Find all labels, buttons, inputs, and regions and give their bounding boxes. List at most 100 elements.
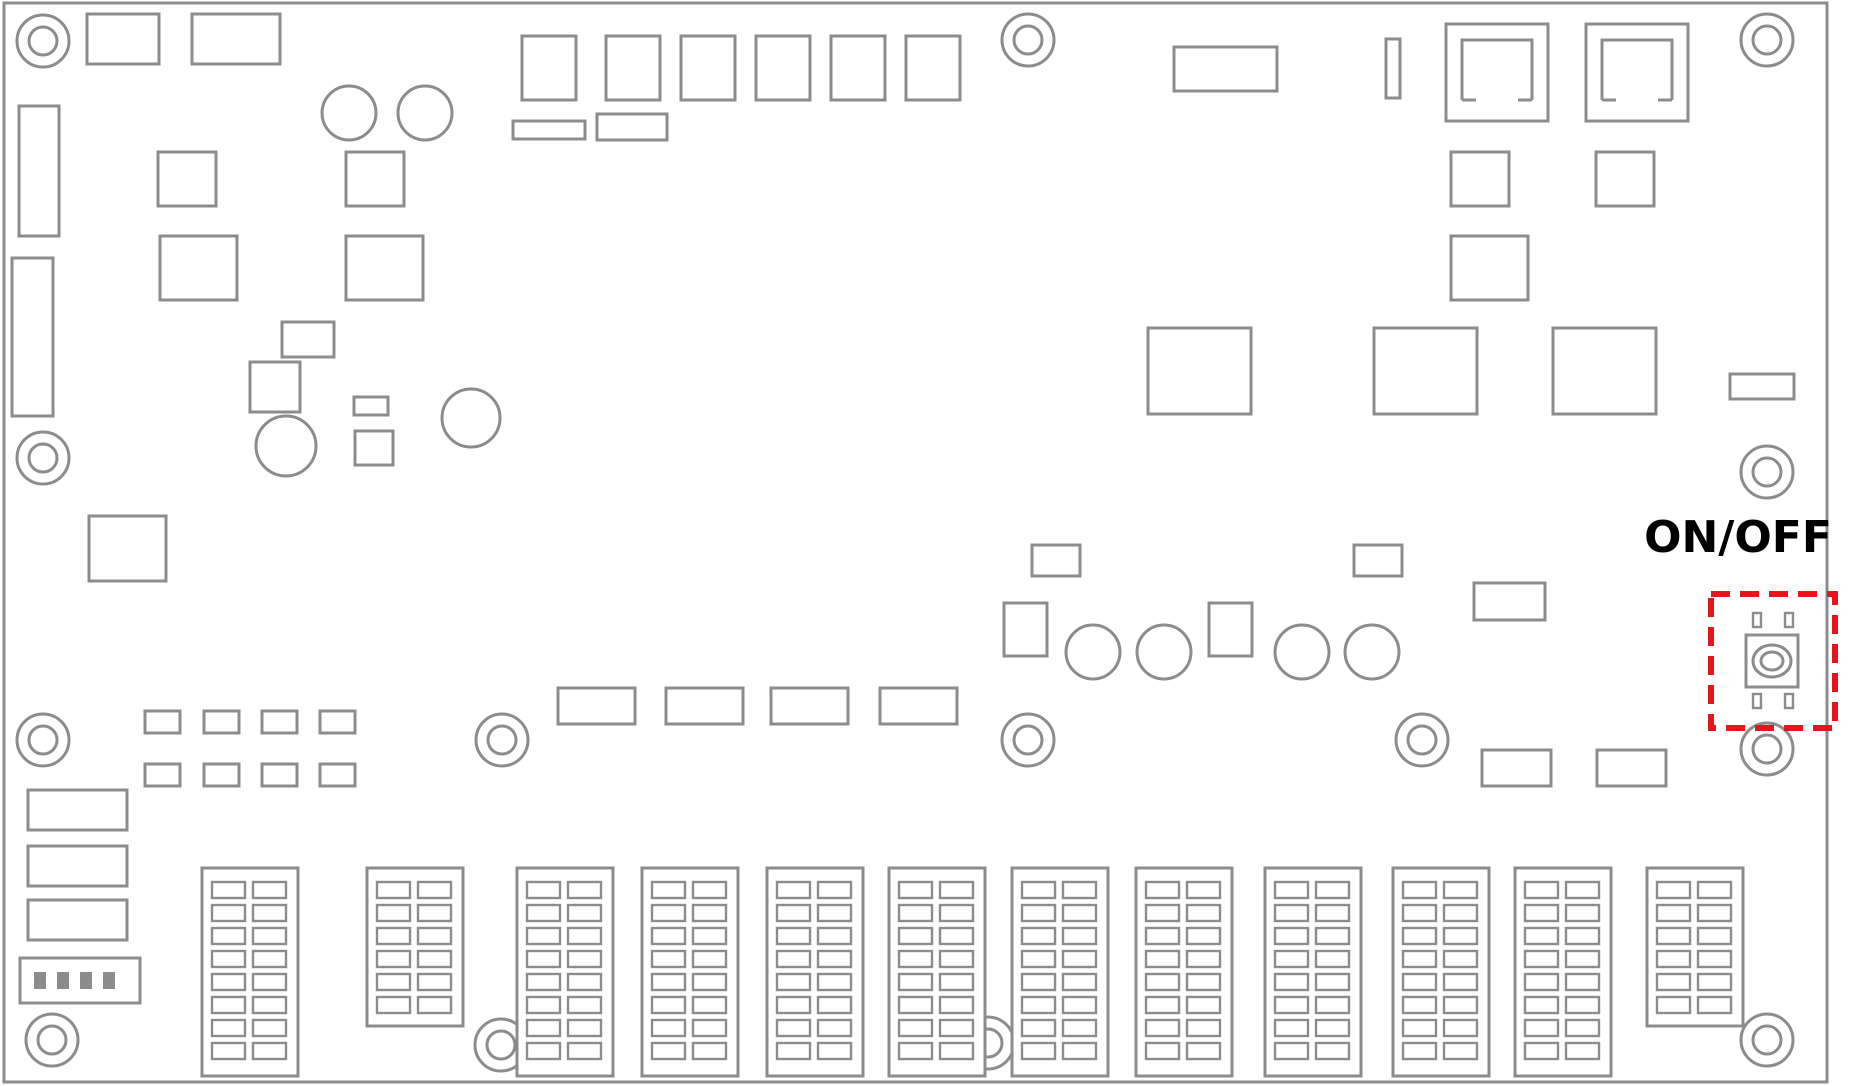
terminal-pin bbox=[525, 972, 562, 992]
switch-highlight-box bbox=[1708, 591, 1838, 731]
terminal-pin bbox=[1442, 995, 1479, 1015]
terminal-pin bbox=[1314, 1041, 1351, 1061]
terminal-block bbox=[1010, 866, 1110, 1078]
terminal-block bbox=[200, 866, 300, 1078]
mounting-hole bbox=[474, 712, 530, 768]
terminal-pin bbox=[650, 903, 687, 923]
on-off-switch bbox=[1744, 611, 1800, 710]
terminal-pin bbox=[1273, 1041, 1310, 1061]
terminal-pin bbox=[775, 1041, 812, 1061]
terminal-pin bbox=[1401, 1018, 1438, 1038]
terminal-pin bbox=[416, 972, 453, 992]
terminal-pin bbox=[1442, 949, 1479, 969]
terminal-pin bbox=[775, 880, 812, 900]
terminal-pin bbox=[938, 926, 975, 946]
terminal-pin bbox=[251, 903, 288, 923]
terminal-pin bbox=[897, 972, 934, 992]
terminal-pin bbox=[375, 972, 412, 992]
terminal-pin bbox=[650, 995, 687, 1015]
terminal-pin bbox=[1655, 903, 1692, 923]
terminal-pin bbox=[210, 926, 247, 946]
terminal-pin bbox=[1185, 1041, 1222, 1061]
terminal-pin bbox=[938, 880, 975, 900]
terminal-pin bbox=[525, 949, 562, 969]
terminal-pin bbox=[938, 972, 975, 992]
terminal-pin bbox=[691, 1018, 728, 1038]
terminal-pin bbox=[1061, 1018, 1098, 1038]
terminal-pin bbox=[1061, 1041, 1098, 1061]
terminal-pin bbox=[1020, 926, 1057, 946]
top-right-components bbox=[1146, 22, 1796, 416]
terminal-pin bbox=[775, 995, 812, 1015]
terminal-pin bbox=[1564, 972, 1601, 992]
terminal-pin bbox=[650, 1018, 687, 1038]
mounting-hole bbox=[1739, 444, 1795, 500]
terminal-pin bbox=[251, 1041, 288, 1061]
terminal-pin bbox=[1185, 880, 1222, 900]
terminal-pin bbox=[1442, 972, 1479, 992]
terminal-pin bbox=[375, 926, 412, 946]
terminal-pin bbox=[816, 880, 853, 900]
terminal-pin bbox=[525, 1041, 562, 1061]
terminal-pin bbox=[566, 1041, 603, 1061]
terminal-pin bbox=[1523, 1018, 1560, 1038]
terminal-pin bbox=[1523, 972, 1560, 992]
terminal-pin bbox=[1314, 1018, 1351, 1038]
terminal-pin bbox=[1696, 972, 1733, 992]
terminal-pin bbox=[1696, 995, 1733, 1015]
terminal-pin bbox=[1144, 1018, 1181, 1038]
terminal-pin bbox=[416, 926, 453, 946]
terminal-pin bbox=[816, 903, 853, 923]
terminal-pin bbox=[897, 1041, 934, 1061]
terminal-pin bbox=[251, 880, 288, 900]
terminal-pin bbox=[1401, 949, 1438, 969]
mounting-hole bbox=[15, 712, 71, 768]
terminal-pin bbox=[251, 926, 288, 946]
terminal-pin bbox=[210, 972, 247, 992]
top-middle-components bbox=[511, 34, 962, 142]
terminal-block bbox=[1263, 866, 1363, 1078]
terminal-pin bbox=[1020, 903, 1057, 923]
terminal-pin bbox=[1314, 972, 1351, 992]
mounting-hole bbox=[1739, 12, 1795, 68]
terminal-pin bbox=[1144, 880, 1181, 900]
terminal-pin bbox=[375, 995, 412, 1015]
mounting-hole bbox=[24, 1012, 80, 1068]
mounting-hole bbox=[1739, 721, 1795, 777]
terminal-pin bbox=[416, 995, 453, 1015]
terminal-pin bbox=[1273, 1018, 1310, 1038]
terminal-pin bbox=[897, 995, 934, 1015]
terminal-pin bbox=[1144, 972, 1181, 992]
terminal-pin bbox=[1564, 880, 1601, 900]
terminal-pin bbox=[1185, 949, 1222, 969]
terminal-pin bbox=[525, 903, 562, 923]
terminal-pin bbox=[1314, 926, 1351, 946]
terminal-block bbox=[365, 866, 465, 1028]
terminal-block bbox=[1391, 866, 1491, 1078]
terminal-pin bbox=[1523, 1041, 1560, 1061]
terminal-pin bbox=[1442, 880, 1479, 900]
terminal-pin bbox=[816, 949, 853, 969]
terminal-pin bbox=[1273, 949, 1310, 969]
terminal-blocks bbox=[200, 866, 1745, 1078]
terminal-pin bbox=[566, 880, 603, 900]
terminal-pin bbox=[938, 995, 975, 1015]
terminal-pin bbox=[1696, 949, 1733, 969]
terminal-pin bbox=[1564, 1018, 1601, 1038]
mounting-hole bbox=[1000, 712, 1056, 768]
terminal-pin bbox=[691, 995, 728, 1015]
terminal-pin bbox=[1401, 972, 1438, 992]
terminal-pin bbox=[416, 880, 453, 900]
terminal-pin bbox=[897, 1018, 934, 1038]
terminal-pin bbox=[691, 972, 728, 992]
on-off-label: ON/OFF bbox=[1644, 512, 1832, 563]
terminal-pin bbox=[1442, 926, 1479, 946]
terminal-pin bbox=[375, 949, 412, 969]
terminal-pin bbox=[897, 880, 934, 900]
terminal-block bbox=[887, 866, 987, 1078]
terminal-pin bbox=[938, 949, 975, 969]
terminal-pin bbox=[525, 1018, 562, 1038]
terminal-pin bbox=[816, 995, 853, 1015]
terminal-pin bbox=[1185, 1018, 1222, 1038]
